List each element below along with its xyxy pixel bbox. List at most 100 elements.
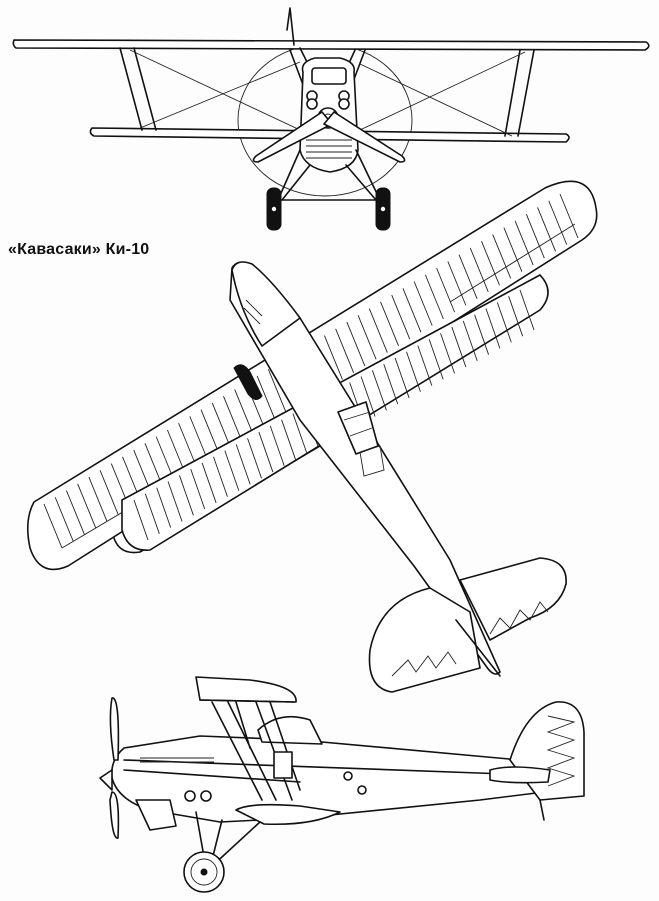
wing-rib [178,475,194,516]
cockpit-plan [337,401,379,455]
wing-rib [189,416,209,461]
prop-blade-up [109,697,120,761]
wing-rib [234,389,254,434]
landing-gear-legs [277,149,381,201]
wing-rib [469,247,489,293]
engine-cowl-plan [231,261,301,347]
wing-rib [413,281,433,326]
wing-rib [402,288,422,333]
wing-rib [267,369,287,414]
wing-rib [360,376,376,417]
right-struts [504,49,535,137]
wing-rib [247,438,262,479]
cockpit-side [257,715,323,745]
wing-rib [462,320,478,362]
wing-rib [54,497,74,542]
wing-rib [508,296,524,337]
lower-wing-side [235,803,341,826]
wing-rib [156,487,172,528]
radiator-side [135,799,177,831]
wing-rib [406,351,421,392]
elevator-hatching [391,601,549,677]
wing-rib [66,490,85,535]
wing-rib [269,425,285,467]
radiator-grille [306,139,352,159]
wing-rib [211,402,231,448]
wing-rib [144,493,160,534]
exhaust-row [140,757,214,763]
wing-rib [485,308,501,349]
wing-rib [346,321,366,367]
wing-rib [451,326,467,368]
access-panel [273,751,293,779]
wing-rib [436,267,456,313]
wing-rib [43,503,63,549]
wing-rib [474,314,490,355]
bracing-wires [129,49,526,137]
wing-rib [492,234,512,279]
wing-rib [394,357,410,399]
wing-rib [380,301,399,346]
wing-rib [481,241,500,286]
wing-rib [525,214,545,259]
windscreen [311,67,347,85]
left-struts [119,47,157,131]
cabane-struts [289,47,366,91]
wing-rib [258,431,274,473]
wing-rib [371,370,387,411]
wing-rib [223,396,242,441]
wing-rib [167,481,183,522]
wing-rib [503,227,523,272]
wing-rib [391,294,411,340]
wing-rib [417,345,433,386]
wing-rib [559,193,579,239]
upper-wing-front [12,39,650,51]
wing-rib [200,409,220,454]
spinner-side [99,769,113,791]
wing-rib [99,470,119,515]
prop-blade-left [252,111,333,163]
wing-rib [424,274,444,320]
aircraft-title: «Кавасаки» Ки-10 [8,241,150,258]
tailplane-right [459,557,567,641]
wing-rib [224,450,240,491]
wing-rib [383,363,399,405]
wing-rib [496,302,512,343]
tailplane-side [489,766,551,784]
wing-rib [77,483,97,528]
wing-rib [537,207,556,252]
side-struts [211,701,301,801]
wing-rib [447,261,467,306]
wing-rib [190,468,206,510]
fin-front [286,7,295,46]
wing-rib [335,328,355,373]
prop-blade-down [109,791,120,839]
wing-rib [133,499,149,541]
wing-rib [324,335,343,380]
propeller-plan [233,364,263,400]
wing-rib [548,200,568,245]
wing-rib [256,375,276,421]
wing-rib [357,315,377,360]
wing-rib [166,429,186,475]
wing-rib [178,422,198,468]
wing-rib [88,476,108,522]
wing-rib [201,462,217,504]
upper-wing-side [195,676,297,703]
wing-rib [458,254,478,299]
wing-rib [292,413,308,454]
wing-rib [281,419,297,460]
wing-rib [213,456,228,497]
wing-rib [368,308,388,353]
tailplane-left [368,587,481,693]
rudder-hatching [546,715,576,787]
wing-rib [235,444,251,485]
wing-rib [519,289,535,331]
prop-blade-right [323,111,406,163]
wing-rib [440,333,455,374]
wing-rib [514,220,534,266]
